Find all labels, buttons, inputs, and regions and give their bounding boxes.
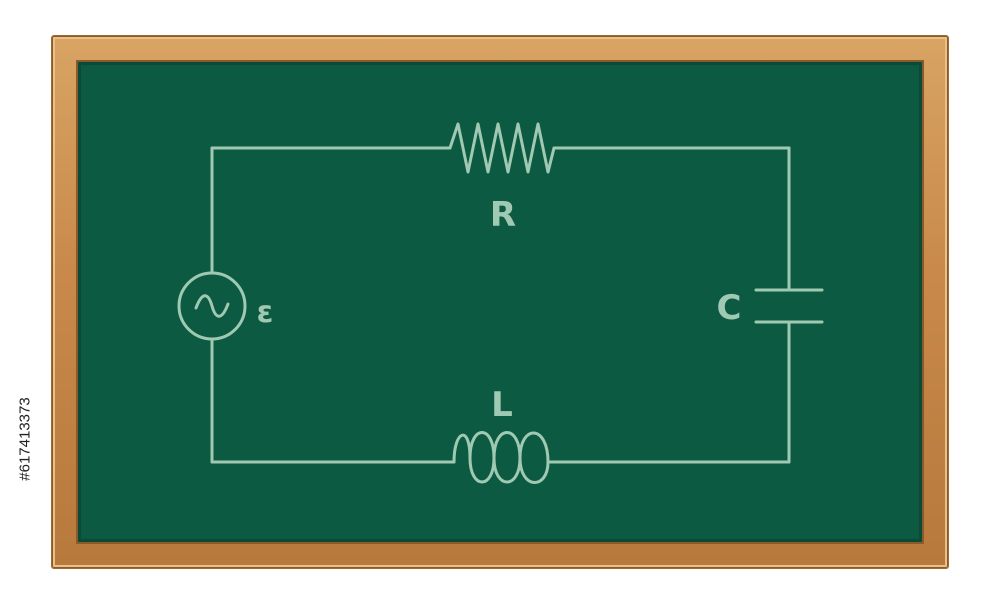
resistor-symbol [448, 122, 556, 174]
stock-id-label: #617413373 [10, 374, 40, 504]
source-emf-label: ε [257, 295, 274, 330]
stock-id-text: #617413373 [16, 397, 34, 481]
inductor-loop-right [518, 456, 550, 484]
inductor-label: L [491, 385, 513, 425]
capacitor-label: C [717, 288, 742, 328]
ac-sine-icon [194, 294, 230, 318]
resistor-label: R [490, 195, 516, 235]
inductor-symbol [452, 431, 550, 484]
